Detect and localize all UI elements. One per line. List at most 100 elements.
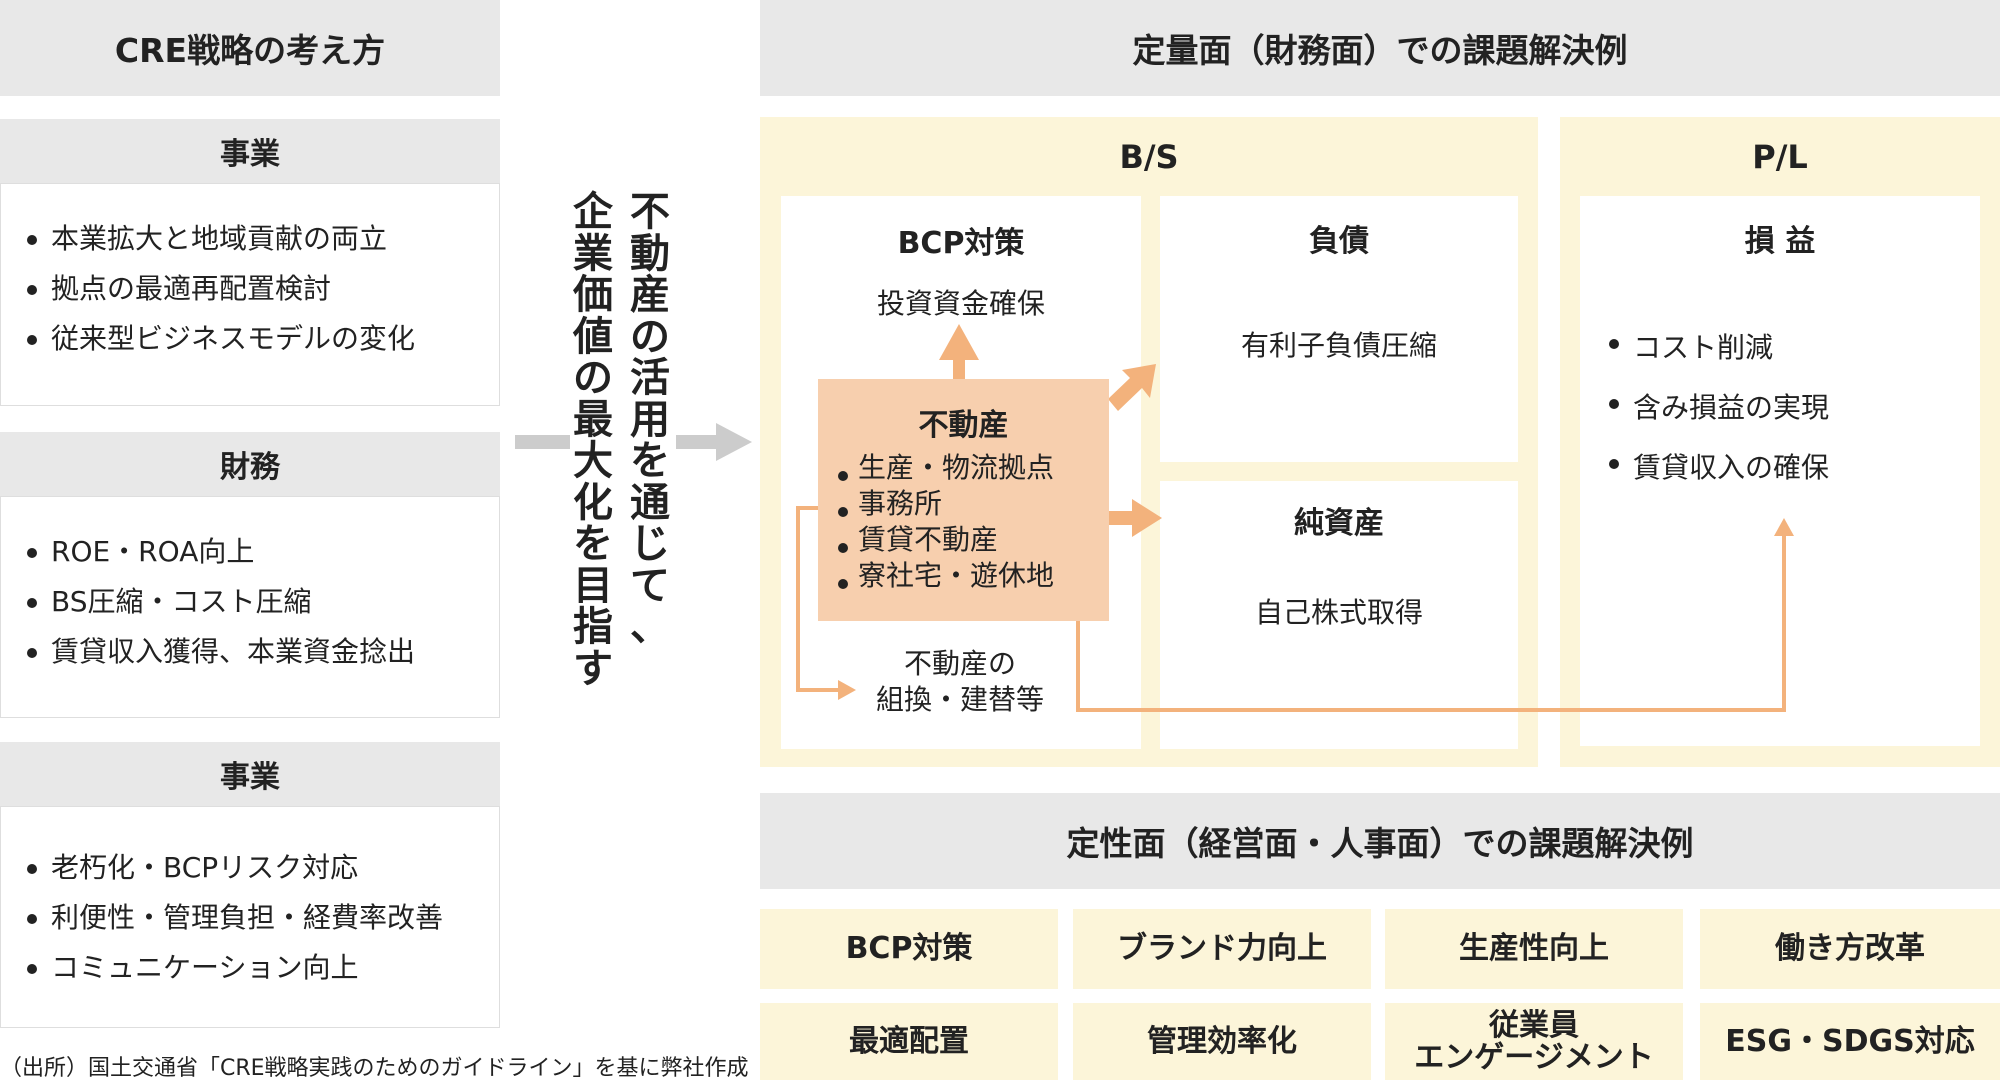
qual-cell-engagement-line2: エンゲージメント (1414, 1039, 1654, 1075)
vertical-glyph: の (573, 355, 613, 401)
section-3-title: 事業 (0, 742, 500, 806)
section-1-title: 事業 (0, 119, 500, 183)
flow-arrows (796, 324, 1794, 712)
section-2-title-text: 財務 (220, 450, 280, 485)
up-arrow-head (939, 324, 979, 360)
qual-cell-placement: 最適配置 (760, 1003, 1058, 1080)
qual-cell-esg: ESG・SDGS対応 (1700, 1003, 2000, 1080)
source-note: （出所）国土交通省「CRE戦略実践のためのガイドライン」を基に弊社作成 (0, 1056, 749, 1081)
qual-cell-workstyle: 働き方改革 (1700, 909, 2000, 989)
pl-list: コスト削減 含み損益の実現 賃貸収入の確保 (1607, 318, 1829, 498)
list-item: 老朽化・BCPリスク対応 (25, 843, 499, 893)
vertical-glyph: を (630, 438, 670, 484)
list-item: 含み損益の実現 (1607, 378, 1829, 438)
estate-list: 生産・物流拠点 事務所 賃貸不動産 寮社宅・遊休地 (836, 450, 1054, 594)
vertical-glyph: 活 (630, 355, 670, 401)
list-item: 寮社宅・遊休地 (836, 558, 1054, 594)
section-1-body: 本業拡大と地域貢献の両立 拠点の最適再配置検討 従来型ビジネスモデルの変化 (0, 183, 500, 406)
pl-box-title: 損 益 (1744, 224, 1816, 259)
section-1-list: 本業拡大と地域貢献の両立 拠点の最適再配置検討 従来型ビジネスモデルの変化 (25, 214, 499, 364)
arrow-right-shaft (676, 435, 716, 449)
arrow-head (716, 423, 752, 461)
section-2-list: ROE・ROA向上 BS圧縮・コスト圧縮 賃貸収入獲得、本業資金捻出 (25, 527, 499, 677)
up-arrow-shaft (953, 358, 965, 385)
list-item: 生産・物流拠点 (836, 450, 1054, 486)
vertical-glyph: 業 (573, 230, 613, 277)
bs-title: B/S (1119, 138, 1179, 176)
vertical-glyph: 価 (573, 272, 613, 318)
debt-text: 有利子負債圧縮 (1240, 329, 1437, 362)
qual-cell-brand: ブランド力向上 (1073, 909, 1371, 989)
right-arrow-shaft (1108, 511, 1134, 525)
list-item: コスト削減 (1607, 318, 1829, 378)
vertical-glyph: 大 (573, 438, 613, 484)
section-3-body: 老朽化・BCPリスク対応 利便性・管理負担・経費率改善 コミュニケーション向上 (0, 806, 500, 1028)
qual-header-text: 定性面（経営面・人事面）での課題解決例 (1066, 824, 1694, 863)
arrow-left-stub (515, 435, 570, 449)
long-arrow-head (1774, 518, 1794, 536)
vertical-glyph: 最 (573, 396, 613, 443)
list-item: コミュニケーション向上 (25, 943, 499, 993)
section-2-title: 財務 (0, 432, 500, 496)
list-item: 事務所 (836, 486, 1054, 522)
section-3-title-text: 事業 (220, 760, 280, 795)
vertical-glyph: す (573, 645, 613, 692)
vertical-glyph: 産 (630, 272, 670, 318)
pl-title: P/L (1752, 138, 1808, 176)
vertical-glyph: 、 (630, 604, 670, 650)
list-item: 拠点の最適再配置検討 (25, 264, 499, 314)
vertical-glyph: 通 (630, 479, 670, 526)
qual-header: 定性面（経営面・人事面）での課題解決例 (760, 793, 2000, 889)
debt-box (1160, 196, 1518, 462)
equity-text: 自己株式取得 (1254, 596, 1423, 629)
list-item: 利便性・管理負担・経費率改善 (25, 893, 499, 943)
vertical-glyph: て (630, 562, 670, 609)
list-item: 賃貸収入の確保 (1607, 438, 1829, 498)
recombine-line1: 不動産の (903, 647, 1016, 680)
list-item: ROE・ROA向上 (25, 527, 499, 577)
qual-cell-productivity: 生産性向上 (1385, 909, 1683, 989)
right-arrow-head (1132, 499, 1162, 537)
pl-box (1580, 196, 1980, 746)
equity-box (1160, 481, 1518, 749)
vertical-glyph: を (573, 521, 613, 567)
debt-title: 負債 (1309, 224, 1369, 259)
vertical-glyph: 化 (573, 479, 613, 526)
long-line (1076, 532, 1786, 712)
qual-cell-efficiency: 管理効率化 (1073, 1003, 1371, 1080)
list-item: 本業拡大と地域貢献の両立 (25, 214, 499, 264)
list-item: 賃貸不動産 (836, 522, 1054, 558)
bcp-title: BCP対策 (897, 226, 1025, 261)
recombine-line2: 組換・建替等 (875, 683, 1044, 716)
left-header: CRE戦略の考え方 (0, 0, 500, 96)
equity-title: 純資産 (1294, 506, 1384, 541)
quant-header-text: 定量面（財務面）での課題解決例 (1132, 31, 1628, 70)
vertical-text-right: 不動産の活用を通じて、 (625, 189, 675, 650)
bcp-text: 投資資金確保 (876, 287, 1045, 320)
vertical-glyph: じ (630, 521, 670, 567)
vertical-glyph: の (630, 313, 670, 360)
quant-header: 定量面（財務面）での課題解決例 (760, 0, 2000, 96)
section-2-body: ROE・ROA向上 BS圧縮・コスト圧縮 賃貸収入獲得、本業資金捻出 (0, 496, 500, 718)
vertical-glyph: 目 (573, 562, 613, 609)
qual-cell-engagement: 従業員 エンゲージメント (1385, 1003, 1683, 1080)
loop-arrow-head (838, 680, 856, 700)
estate-title: 不動産 (918, 408, 1009, 443)
section-1-title-text: 事業 (220, 137, 280, 172)
qual-cell-bcp: BCP対策 (760, 909, 1058, 989)
vertical-glyph: 値 (573, 313, 613, 360)
diag-arrow (1108, 364, 1156, 411)
vertical-text-left: 企業価値の最大化を目指す (568, 189, 618, 692)
vertical-glyph: 指 (573, 604, 613, 650)
section-3-list: 老朽化・BCPリスク対応 利便性・管理負担・経費率改善 コミュニケーション向上 (25, 843, 499, 993)
vertical-glyph: 用 (630, 396, 670, 443)
vertical-glyph: 不 (630, 189, 670, 235)
vertical-glyph: 企 (573, 189, 613, 235)
vertical-glyph: 動 (630, 230, 670, 277)
middle-arrow (515, 423, 752, 461)
left-header-text: CRE戦略の考え方 (114, 31, 386, 70)
list-item: 賃貸収入獲得、本業資金捻出 (25, 627, 499, 677)
list-item: BS圧縮・コスト圧縮 (25, 577, 499, 627)
estate-box (818, 379, 1109, 621)
qual-cell-engagement-line1: 従業員 (1489, 1007, 1579, 1043)
